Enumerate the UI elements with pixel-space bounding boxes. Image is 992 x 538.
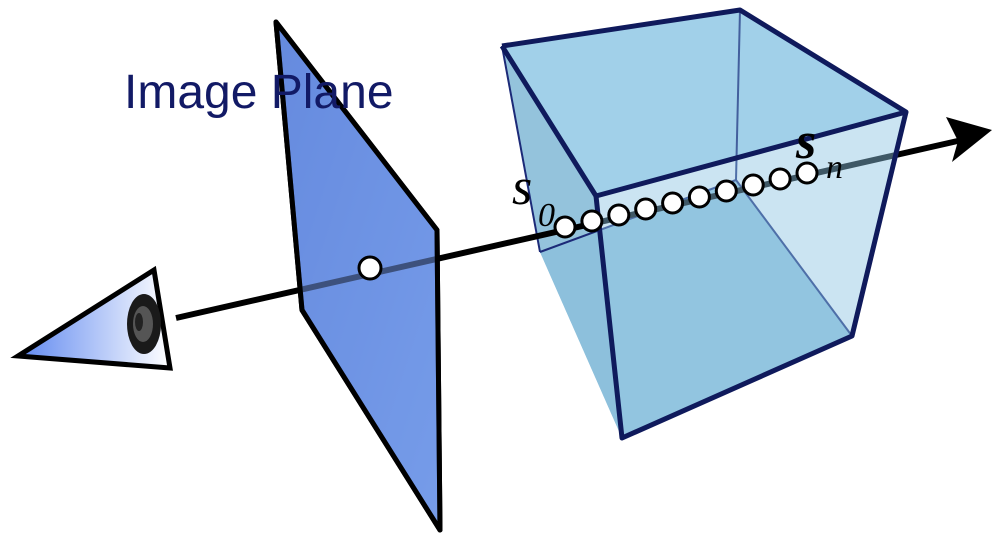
sample-point <box>553 215 577 239</box>
sample-point <box>580 209 604 233</box>
eye-icon <box>10 265 173 371</box>
cube-hidden-edge <box>735 9 741 181</box>
sample-point <box>607 203 631 227</box>
s0-label: s 0 <box>512 159 555 234</box>
sample-point <box>661 191 685 215</box>
sample-point <box>714 179 738 203</box>
arrowhead-icon <box>946 117 992 162</box>
sample-points <box>553 161 819 239</box>
s0-label-subscript: 0 <box>538 197 555 234</box>
volume-cube-back <box>501 9 906 438</box>
sample-point <box>741 173 765 197</box>
cube-visible-edges <box>593 111 909 441</box>
sample-point <box>795 161 819 185</box>
sample-point <box>687 185 711 209</box>
cube-hidden-edge <box>735 179 853 337</box>
sample-point <box>634 197 658 221</box>
pixel-sample-point <box>357 255 383 281</box>
sample-point <box>768 167 792 191</box>
sn-label-subscript: n <box>826 149 843 186</box>
image-plane-overlay <box>273 19 443 533</box>
cube-hidden-edge <box>501 45 541 253</box>
cube-back-face <box>502 10 906 196</box>
sn-label: s n <box>795 113 843 186</box>
s0-label-base: s <box>512 159 532 216</box>
cube-top-face <box>502 10 906 196</box>
cube-bottom-face <box>540 180 852 438</box>
image-plane-label: Image Plane <box>124 66 394 119</box>
sn-label-base: s <box>795 113 816 170</box>
